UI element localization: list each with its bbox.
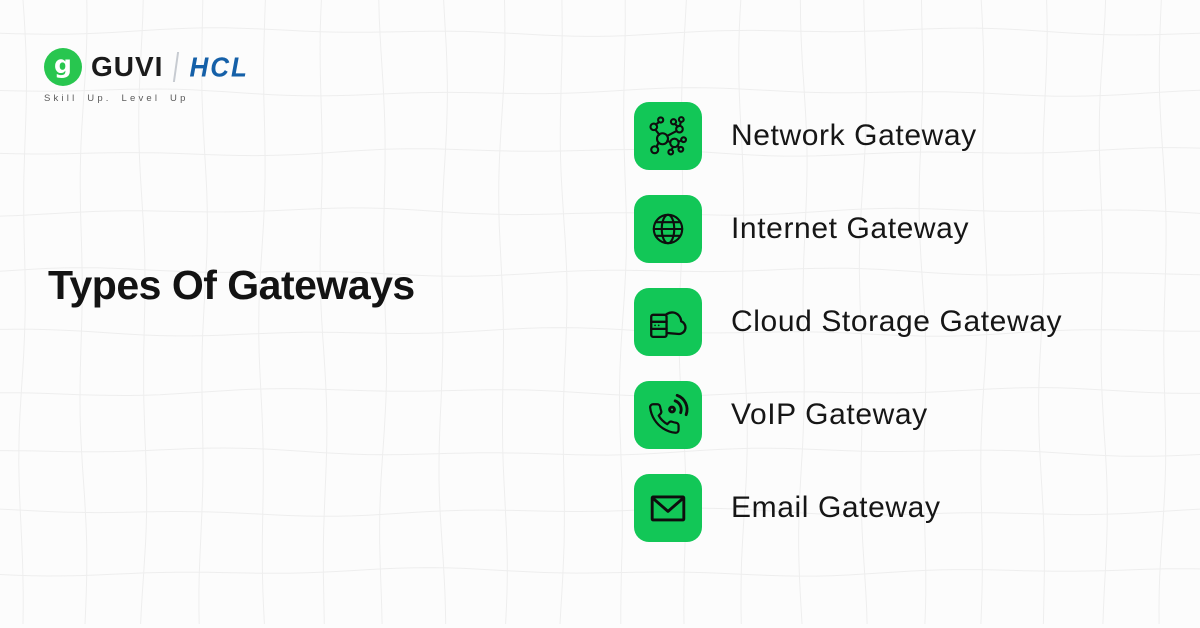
gateway-label: Email Gateway — [731, 491, 941, 524]
list-item-email-gateway: Email Gateway — [634, 474, 1062, 542]
envelope-icon — [634, 474, 702, 542]
list-item-internet-gateway: Internet Gateway — [634, 195, 1062, 263]
cloud-server-icon — [634, 288, 702, 356]
gateway-label: VoIP Gateway — [731, 398, 928, 431]
hcl-wordmark: HCL — [189, 50, 249, 83]
guvi-logo-glyph: g — [54, 49, 72, 79]
page-title: Types Of Gateways — [48, 262, 415, 308]
list-item-voip-gateway: VoIP Gateway — [634, 381, 1062, 449]
gateway-list: Network Gateway Internet Gateway — [634, 102, 1062, 542]
voip-phone-icon — [634, 381, 702, 449]
network-icon — [634, 102, 702, 170]
guvi-logo-icon: g — [44, 48, 82, 86]
gateway-label: Cloud Storage Gateway — [731, 305, 1063, 338]
guvi-wordmark: GUVI — [91, 51, 164, 82]
gateway-label: Internet Gateway — [731, 212, 970, 245]
brand-logo: g GUVI HCL Skill Up. Level Up — [44, 48, 249, 104]
list-item-cloud-storage-gateway: Cloud Storage Gateway — [634, 288, 1062, 356]
logo-divider — [173, 52, 180, 82]
list-item-network-gateway: Network Gateway — [634, 102, 1062, 170]
globe-icon — [634, 195, 702, 263]
brand-tagline: Skill Up. Level Up — [44, 93, 189, 104]
gateway-label: Network Gateway — [731, 119, 977, 152]
